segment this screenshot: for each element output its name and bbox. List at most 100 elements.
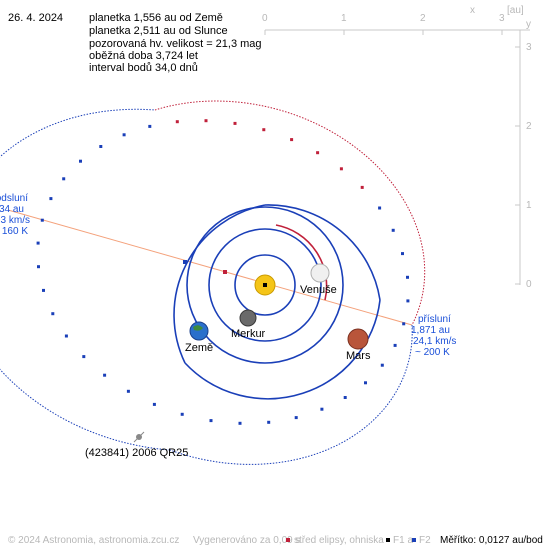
orbit-point xyxy=(175,120,179,124)
aphelion-title: odsluní xyxy=(0,193,28,204)
orbit-point xyxy=(122,133,126,137)
planet-orbits xyxy=(173,204,381,400)
orbit-point xyxy=(267,420,271,424)
scale-text: Měřítko: 0,0127 au/bod xyxy=(440,535,543,546)
orbit-point xyxy=(204,119,208,123)
orbit-point xyxy=(360,185,364,189)
orbit-point xyxy=(37,265,40,269)
venus-planet xyxy=(310,263,330,283)
x-tick-label-0: 0 xyxy=(262,13,268,24)
orbit-point xyxy=(126,389,130,393)
orbit-point xyxy=(380,363,384,367)
asteroid-orbit-blue-south xyxy=(169,324,413,465)
legend-f2-marker xyxy=(412,538,416,542)
orbit-point xyxy=(36,241,40,245)
y-tick-label-0: 0 xyxy=(526,279,532,290)
date-label: 26. 4. 2024 xyxy=(8,12,64,24)
orbit-point xyxy=(391,228,395,232)
mercury-orbit xyxy=(234,254,296,316)
legend-f2-text: F2 xyxy=(419,535,431,546)
aphelion-temp: 160 K xyxy=(1,226,28,237)
orbit-point xyxy=(294,416,298,420)
orbit-point xyxy=(209,419,213,423)
aphelion-speed: 3 km/s xyxy=(0,215,30,226)
asteroid-orbit xyxy=(0,100,426,465)
orbit-point xyxy=(103,373,107,377)
orbit-point xyxy=(339,167,343,171)
orbit-point xyxy=(180,412,184,416)
mercury-planet xyxy=(239,309,257,327)
asteroid-orbit-blue-west xyxy=(0,108,171,451)
legend-f1-text: F1 a xyxy=(393,535,414,546)
legend-center-text: střed elipsy, ohniska xyxy=(294,535,384,546)
asteroid-label: (423841) 2006 QR25 xyxy=(85,447,189,459)
orbit-point xyxy=(290,138,294,142)
orbit-point xyxy=(378,206,382,210)
orbit-point xyxy=(99,145,103,148)
orbit-point xyxy=(393,343,397,347)
info-line-2: planetka 2,511 au od Slunce xyxy=(89,25,228,37)
sun xyxy=(254,274,276,296)
asteroid-trail xyxy=(133,431,145,443)
orbit-point xyxy=(152,402,156,406)
orbit-point xyxy=(401,252,404,256)
orbit-point xyxy=(82,355,86,359)
info-line-1: planetka 1,556 au od Země xyxy=(89,12,223,24)
perihelion-title: přísluní xyxy=(418,314,451,325)
planets xyxy=(189,263,369,350)
apsides-line xyxy=(7,209,413,326)
earth-land xyxy=(193,325,203,331)
unit-label: [au] xyxy=(507,5,524,16)
x-tick-label-3: 3 xyxy=(499,13,505,24)
mercury-label: Merkur xyxy=(231,328,266,340)
x-tick-label-2: 2 xyxy=(420,13,426,24)
asteroid-orbit-red-north xyxy=(154,100,426,326)
orbit-point xyxy=(406,275,409,279)
earth-orbit xyxy=(186,206,344,364)
orbit-point xyxy=(402,322,406,326)
copyright-text: © 2024 Astronomia, astronomia.zcu.cz xyxy=(8,535,180,546)
axes xyxy=(264,29,530,285)
y-axis-label: y xyxy=(526,19,531,30)
mars-planet xyxy=(347,328,369,350)
mars-label: Mars xyxy=(346,350,371,362)
focus-f2-marker xyxy=(183,260,187,264)
earth-planet xyxy=(189,321,209,341)
orbit-point xyxy=(262,128,266,132)
info-line-3: pozorovaná hv. velikost = 21,3 mag xyxy=(89,38,262,50)
orbit-point-markers xyxy=(36,119,410,425)
orbit-point xyxy=(364,381,367,385)
earth-label: Země xyxy=(185,342,214,354)
orbit-point xyxy=(238,421,242,425)
orbit-point xyxy=(320,407,324,411)
asteroid-icon xyxy=(133,431,145,443)
aphelion-distance: 34 au xyxy=(0,204,24,215)
orbit-point xyxy=(233,121,237,125)
venus-label: Venuše xyxy=(300,284,337,296)
info-line-4: oběžná doba 3,724 let xyxy=(89,50,198,62)
x-tick-label-1: 1 xyxy=(341,13,347,24)
orbit-point xyxy=(148,124,152,128)
y-tick-label-1: 1 xyxy=(526,200,532,211)
mars-orbit-east xyxy=(264,204,381,301)
orbit-point xyxy=(42,288,45,292)
legend-center-marker xyxy=(286,538,290,542)
legend-f1-marker xyxy=(386,538,390,542)
ellipse-center-marker xyxy=(223,270,227,274)
focus-f1-marker xyxy=(263,283,267,287)
orbit-point xyxy=(316,151,320,155)
orbit-point xyxy=(51,312,55,316)
orbit-point xyxy=(79,159,82,163)
orbit-point xyxy=(49,197,53,201)
perihelion-temp: ~ 200 K xyxy=(415,347,450,358)
orbit-point xyxy=(406,299,410,303)
x-axis-label: x xyxy=(470,5,475,16)
perihelion-distance: 1,871 au xyxy=(411,325,450,336)
mars-orbit-blue-south xyxy=(184,299,381,400)
orbit-point xyxy=(64,334,68,338)
venus-orbit xyxy=(208,228,322,342)
orbit-point xyxy=(343,396,347,399)
orbit-point xyxy=(62,177,66,181)
info-line-5: interval bodů 34,0 dnů xyxy=(89,62,198,74)
